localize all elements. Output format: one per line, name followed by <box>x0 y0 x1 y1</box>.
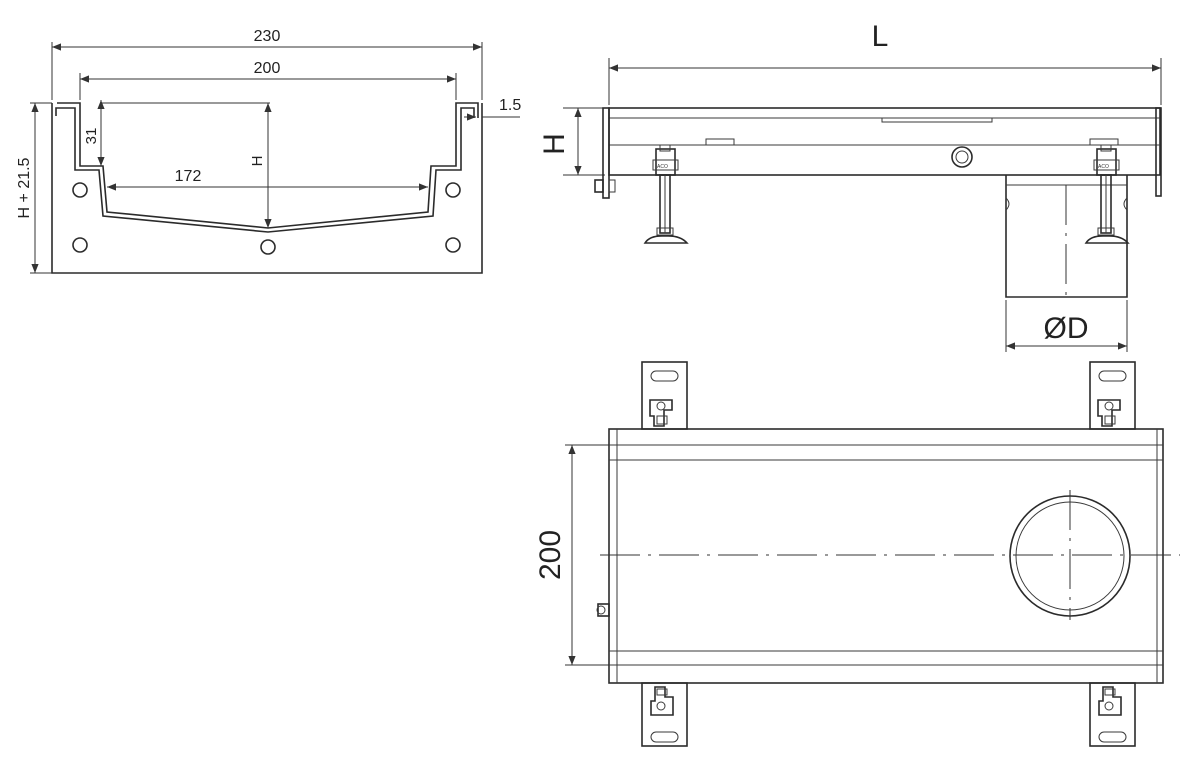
dimension-length-label: L <box>872 20 889 53</box>
mounting-hole <box>72 182 88 198</box>
mounting-bracket <box>1089 361 1136 430</box>
mounting-hole <box>260 239 276 255</box>
dimension-diameter-label: ØD <box>1044 312 1089 345</box>
label-plate <box>705 138 735 146</box>
dimension-total-height-label: H + 21.5 <box>16 157 33 218</box>
label-plate <box>1089 138 1119 146</box>
end-plate-side <box>602 107 610 199</box>
dimension-200-label: 200 <box>254 60 281 77</box>
foot-tag: ACO <box>657 164 668 170</box>
bolt <box>597 603 610 617</box>
side-connection-port <box>951 146 973 168</box>
dimension-230-label: 230 <box>254 28 281 45</box>
mounting-hole <box>72 237 88 253</box>
foot-tag: ACO <box>1098 164 1109 170</box>
dimension-h-side-label: H <box>538 133 571 155</box>
adjustable-foot: ACO <box>1084 144 1130 244</box>
cross-section-view: 230 200 1.5 31 172 H H + 21.5 <box>16 28 521 274</box>
dimension-h-section-label: H <box>249 156 266 167</box>
mounting-bracket <box>641 682 688 747</box>
dimension-31-label: 31 <box>83 128 100 145</box>
adjustable-foot: ACO <box>643 144 689 244</box>
grate-slot <box>881 117 993 123</box>
channel-body-plan <box>608 428 1164 684</box>
channel-profile-outer <box>57 102 479 229</box>
end-plate-side <box>1155 107 1162 197</box>
outlet-spigot <box>1005 175 1128 298</box>
mounting-bracket <box>641 361 688 430</box>
dimension-172-label: 172 <box>175 168 202 185</box>
plan-view: 200 <box>534 361 1180 747</box>
channel-profile-inner <box>55 107 475 233</box>
mounting-hole <box>445 182 461 198</box>
mounting-bracket <box>1089 682 1136 747</box>
end-plate-outline <box>51 103 483 274</box>
side-elevation-view: L H ØD ACO <box>538 20 1162 352</box>
dimension-plan-width-label: 200 <box>534 530 567 580</box>
bolt <box>594 179 604 193</box>
dimension-1-5-label: 1.5 <box>499 97 521 114</box>
mounting-hole <box>445 237 461 253</box>
